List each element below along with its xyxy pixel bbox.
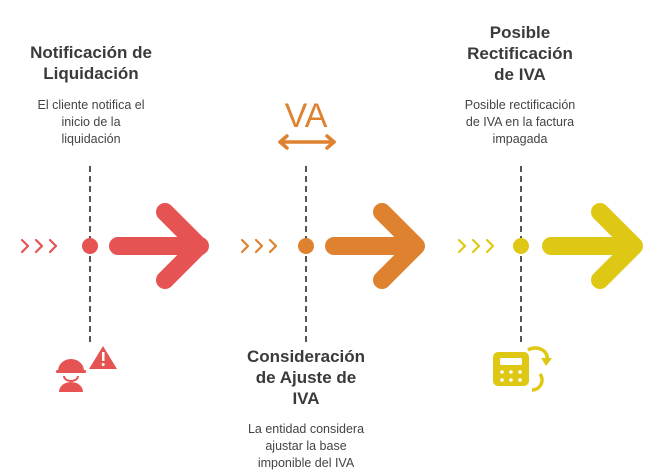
desc-line: liquidación xyxy=(61,132,121,146)
step1-description: El cliente notifica el inicio de la liqu… xyxy=(0,97,182,148)
calculator-refresh-icon xyxy=(493,346,552,392)
title-line: IVA xyxy=(292,389,320,408)
worker-warning-icon xyxy=(56,346,117,392)
step3-chevrons xyxy=(457,238,495,254)
title-line: Posible xyxy=(489,23,551,42)
title-line: Consideración xyxy=(246,347,366,366)
step1-arrow xyxy=(109,203,209,289)
step3-description: Posible rectificación de IVA en la factu… xyxy=(420,97,620,148)
desc-line: La entidad considera xyxy=(247,422,365,436)
step3-title: Posible Rectificación de IVA xyxy=(430,22,610,85)
desc-line: Posible rectificación xyxy=(464,98,576,112)
desc-line: inicio de la xyxy=(61,115,121,129)
va-width-icon: VA xyxy=(278,97,336,150)
step2-arrow xyxy=(325,203,425,289)
title-line: Notificación de xyxy=(30,43,152,62)
desc-line: ajustar la base xyxy=(265,439,347,453)
step2-description: La entidad considera ajustar la base imp… xyxy=(206,421,406,472)
title-line: Rectificación xyxy=(467,44,573,63)
step3-arrow xyxy=(542,203,643,289)
title-line: de Ajuste de xyxy=(255,368,357,387)
title-line: Liquidación xyxy=(43,64,139,83)
step2-dot xyxy=(298,238,314,254)
step1-dot xyxy=(82,238,98,254)
step3-dot xyxy=(513,238,529,254)
step1-chevrons xyxy=(20,238,58,254)
step2-chevrons xyxy=(240,238,278,254)
desc-line: impagada xyxy=(492,132,548,146)
desc-line: imponible del IVA xyxy=(257,456,355,470)
title-line: de IVA xyxy=(494,65,546,84)
desc-line: El cliente notifica el xyxy=(37,98,145,112)
step1-title: Notificación de Liquidación xyxy=(0,42,182,84)
step2-title: Consideración de Ajuste de IVA xyxy=(216,346,396,409)
va-icon-text: VA xyxy=(285,97,328,135)
desc-line: de IVA en la factura xyxy=(465,115,575,129)
